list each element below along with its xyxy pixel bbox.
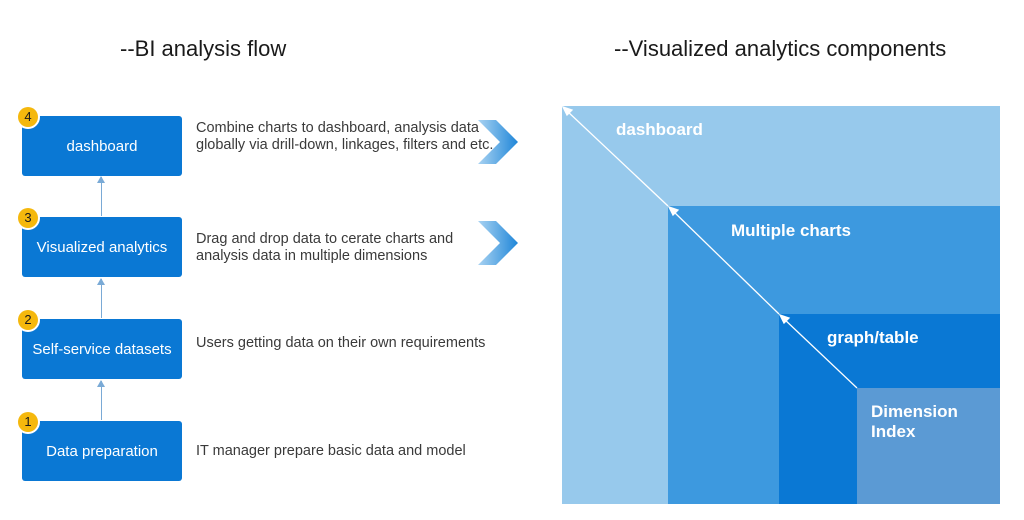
layer-label: graph/table [827,328,919,347]
arrow-up-icon [97,380,105,420]
step-dashboard-box: dashboard [22,116,182,176]
step-number-badge: 1 [18,412,38,432]
layer-label: Dimension Index [871,402,958,441]
step-label: Visualized analytics [36,238,168,256]
step-description: Users getting data on their own requirem… [196,335,486,351]
left-title: --BI analysis flow [120,36,287,61]
step-description: Drag and drop data to cerate charts and … [196,231,454,264]
arrow-up-icon [97,278,105,318]
right-title: --Visualized analytics components [614,36,947,61]
step-self-service-datasets-box: Self-service datasets [22,319,182,379]
chevron-right-icon [478,221,518,265]
step-description: Combine charts to dashboard, analysis da… [196,120,494,153]
step-number-badge: 4 [18,107,38,127]
step-label: dashboard [66,137,138,155]
arrow-up-icon [97,176,105,216]
chevron-right-icon [478,120,518,164]
step-visualized-analytics-box: Visualized analytics [22,217,182,277]
step-number-badge: 3 [18,208,38,228]
layer-label: dashboard [616,120,703,139]
step-number-badge: 2 [18,310,38,330]
step-label: Self-service datasets [32,340,172,358]
step-data-preparation-box: Data preparation [22,421,182,481]
step-label: Data preparation [46,442,158,460]
step-description: IT manager prepare basic data and model [196,443,466,459]
layer-label: Multiple charts [731,221,851,240]
layer-dimension-index [857,388,1000,504]
